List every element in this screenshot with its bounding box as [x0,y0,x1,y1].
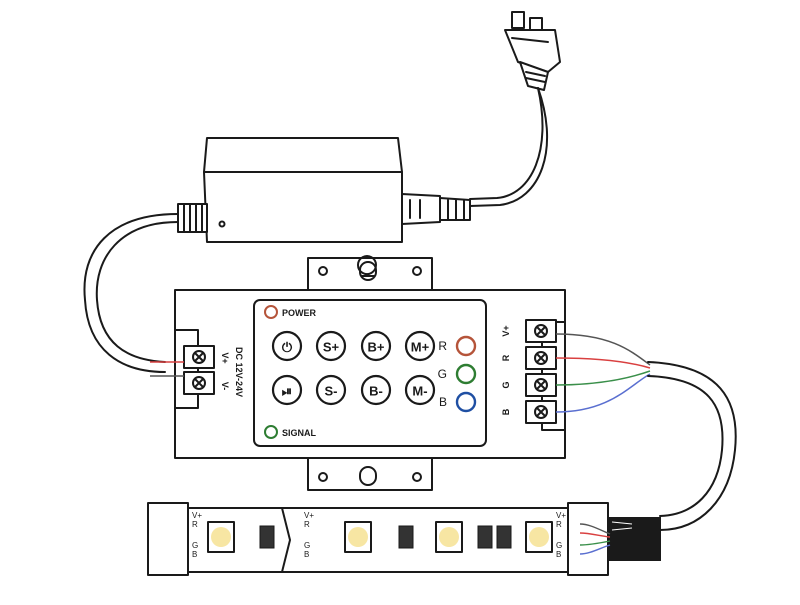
led-chip [435,521,463,553]
brightness-up-button-label: B+ [368,340,385,355]
channel-r-label: R [438,339,447,353]
brightness-down-button[interactable]: B- [360,374,392,406]
output-label-0: V+ [501,325,511,336]
play-pause-button[interactable]: ⏯ [271,374,303,406]
mode-up-button[interactable]: M+ [404,330,436,362]
dc-cable [83,213,179,373]
brightness-down-button-label: B- [369,384,383,399]
mode-down-button[interactable]: M- [404,374,436,406]
led-chip [344,521,372,553]
pad-label: R [192,520,198,529]
resistor [398,525,414,549]
button-grid: ⏻ S+ B+ M+ ⏯ S- B- M- [271,330,436,406]
output-label-2: G [501,381,511,388]
power-label: POWER [282,308,317,318]
pad-label: B [556,550,561,559]
strip-cable [647,361,737,531]
channel-b-label: B [439,395,447,409]
led-chip [207,521,235,553]
input-pos-label: V+ [220,352,230,363]
resistor [477,525,493,549]
led-chip [525,521,553,553]
resistor [259,525,275,549]
power-button-label: ⏻ [282,340,293,355]
input-neg-label: V- [220,382,230,391]
play-pause-button-label: ⏯ [282,384,292,399]
output-wires [555,333,737,531]
power-indicator [264,305,278,319]
pad-label: V+ [556,511,566,520]
channel-g-indicator [455,363,477,385]
pad-label: B [304,550,309,559]
brightness-up-button[interactable]: B+ [360,330,392,362]
signal-label: SIGNAL [282,428,317,438]
pad-label: R [556,520,562,529]
power-button[interactable]: ⏻ [271,330,303,362]
controller [174,255,566,491]
pad-label: G [192,541,198,550]
output-label-1: R [501,354,511,361]
led-strip [147,502,661,576]
signal-indicator [264,425,278,439]
speed-up-button-label: S+ [323,340,340,355]
input-voltage-label: DC 12V-24V [234,347,244,397]
pad-label: R [304,520,310,529]
speed-down-button[interactable]: S- [315,374,347,406]
speed-down-button-label: S- [325,384,338,399]
pad-label: V+ [304,511,314,520]
wire-v-plus [555,333,651,366]
resistor [496,525,512,549]
channel-r-indicator [455,335,477,357]
wire-blue [555,373,651,413]
power-adapter [177,137,471,243]
channel-g-label: G [438,367,447,381]
pad-label: V+ [192,511,202,520]
strip-connector [607,517,661,561]
input-terminal [150,345,215,395]
wire-red [555,357,651,369]
pad-label: G [304,541,310,550]
speed-up-button[interactable]: S+ [315,330,347,362]
pad-label: G [556,541,562,550]
channel-b-indicator [455,391,477,413]
pad-label: B [192,550,197,559]
output-terminal-labels: V+ R G B [501,325,511,415]
mode-up-button-label: M+ [411,340,430,355]
mode-down-button-label: M- [412,384,427,399]
power-plug [469,11,561,207]
wire-green [555,370,651,386]
output-label-3: B [501,408,511,415]
rgb-indicators: RGB [438,335,477,413]
